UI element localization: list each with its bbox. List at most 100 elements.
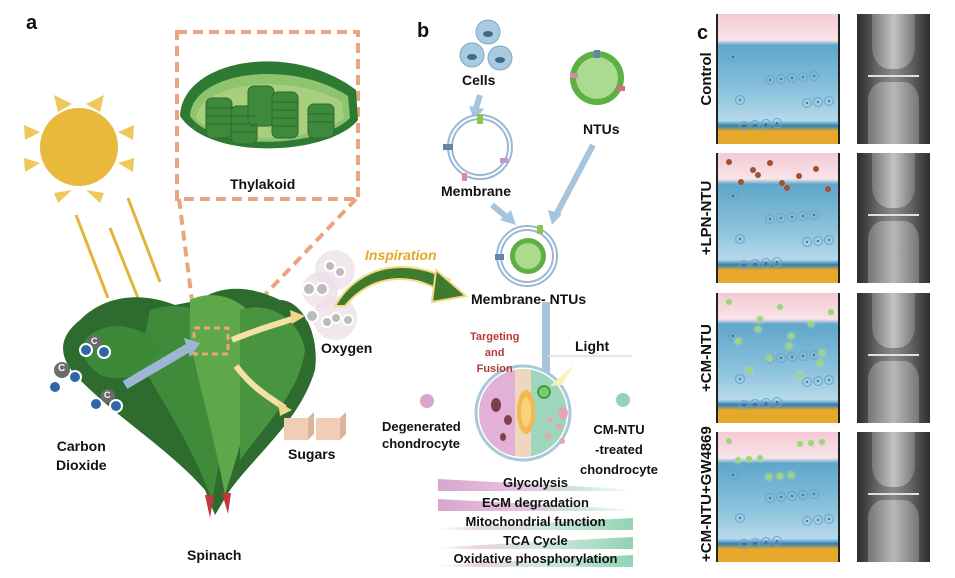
cm-ntu-particle bbox=[786, 343, 792, 349]
knee-xray-image bbox=[857, 432, 930, 562]
chondrocyte-dot bbox=[761, 119, 771, 129]
chondrocyte-dot bbox=[728, 470, 738, 480]
cells-icon bbox=[459, 19, 513, 71]
cm-ntu-particle bbox=[817, 360, 823, 366]
co2-atom-label: C bbox=[58, 363, 66, 374]
cm-ntu-particle bbox=[788, 333, 794, 339]
chondrocyte-dot bbox=[772, 536, 782, 546]
cm-ntu-particle bbox=[726, 299, 732, 305]
chondrocyte-dot bbox=[813, 236, 823, 246]
carbon-dioxide-line-2: Dioxide bbox=[56, 457, 107, 473]
chondrocyte-dot bbox=[750, 120, 760, 130]
lpn-ntu-particle bbox=[726, 159, 732, 165]
chondrocyte-dot bbox=[735, 374, 745, 384]
pathway-label: Glycolysis bbox=[502, 475, 569, 490]
degenerated-chondrocyte-label: Degenerated chondrocyte bbox=[382, 418, 461, 452]
cartilage-schematic bbox=[716, 153, 840, 283]
chondrocyte-dot bbox=[739, 400, 749, 410]
group-label: Control bbox=[698, 52, 715, 106]
ntus-label: NTUs bbox=[583, 121, 620, 137]
treated-dot-icon bbox=[616, 393, 630, 407]
cm-ntu-particle bbox=[788, 472, 794, 478]
thylakoid-label: Thylakoid bbox=[230, 176, 296, 192]
cm-ntu-particle bbox=[808, 440, 814, 446]
cm-ntu-particle bbox=[828, 309, 834, 315]
treated-line-3: chondrocyte bbox=[580, 462, 659, 477]
chondrocyte-dot bbox=[809, 489, 819, 499]
chondrocyte-dot bbox=[739, 121, 749, 131]
chondrocyte-dot bbox=[728, 331, 738, 341]
chondrocyte-dot bbox=[776, 492, 786, 502]
chondrocyte-dot bbox=[765, 493, 775, 503]
pathway-label: TCA Cycle bbox=[503, 533, 568, 548]
chloroplast-icon bbox=[180, 61, 358, 149]
pathway-label: ECM degradation bbox=[482, 495, 589, 510]
cm-ntu-particle bbox=[735, 457, 741, 463]
targeting-line-3: Fusion bbox=[476, 363, 513, 375]
cm-ntu-particle bbox=[766, 474, 772, 480]
cm-ntu-particle bbox=[757, 316, 763, 322]
chondrocyte-dot bbox=[787, 491, 797, 501]
chondrocyte-dot bbox=[813, 97, 823, 107]
inspiration-arrow bbox=[333, 265, 452, 307]
chondrocyte-dot bbox=[824, 96, 834, 106]
inspiration-label: Inspiration bbox=[365, 247, 437, 263]
cm-ntu-particle bbox=[797, 441, 803, 447]
chondrocyte-dot bbox=[809, 71, 819, 81]
group-label: +CM-NTU+GW4869 bbox=[698, 426, 715, 562]
cm-ntu-particle bbox=[819, 350, 825, 356]
group-label: +LPN-NTU bbox=[698, 180, 715, 256]
ntu-icon bbox=[570, 50, 625, 105]
pathway-row: Oxidative phosphorylation bbox=[438, 551, 633, 567]
lpn-ntu-particle bbox=[750, 167, 756, 173]
co2-molecules-icon bbox=[48, 335, 123, 413]
chondrocyte-dot bbox=[735, 513, 745, 523]
chondrocyte-dot bbox=[772, 397, 782, 407]
chondrocyte-dot bbox=[728, 191, 738, 201]
chondrocyte-dot bbox=[776, 213, 786, 223]
chondrocyte-dot bbox=[750, 259, 760, 269]
panel-b-letter: b bbox=[417, 20, 430, 42]
chondrocyte-dot bbox=[802, 98, 812, 108]
chondrocyte-dot bbox=[735, 95, 745, 105]
chondrocyte-dot bbox=[824, 375, 834, 385]
cm-ntu-particle bbox=[757, 455, 763, 461]
pathway-row: Glycolysis bbox=[438, 475, 633, 491]
knee-xray-image bbox=[857, 293, 930, 423]
chondrocyte-dot bbox=[761, 398, 771, 408]
lpn-ntu-particle bbox=[779, 180, 785, 186]
chondrocyte-dot bbox=[813, 515, 823, 525]
cm-ntu-particle bbox=[777, 304, 783, 310]
cartilage-schematic bbox=[716, 14, 840, 144]
chondrocyte-dot bbox=[802, 377, 812, 387]
chondrocyte-dot bbox=[824, 235, 834, 245]
cm-ntu-particle bbox=[808, 321, 814, 327]
chondrocyte-dot bbox=[750, 399, 760, 409]
lpn-ntu-particle bbox=[813, 166, 819, 172]
chondrocyte-dot bbox=[802, 516, 812, 526]
lpn-ntu-particle bbox=[825, 186, 831, 192]
degenerated-line-1: Degenerated bbox=[382, 419, 461, 434]
cartilage-schematic bbox=[716, 432, 840, 562]
lpn-ntu-particle bbox=[738, 179, 744, 185]
degenerated-line-2: chondrocyte bbox=[382, 436, 461, 451]
chondrocyte-dot bbox=[772, 257, 782, 267]
cm-ntu-particle bbox=[797, 372, 803, 378]
chondrocyte-dot bbox=[750, 538, 760, 548]
membrane-label: Membrane bbox=[441, 183, 512, 199]
membrane-icon bbox=[443, 114, 513, 181]
cm-ntu-particle bbox=[777, 473, 783, 479]
lpn-ntu-particle bbox=[767, 160, 773, 166]
membrane-ntus-label: Membrane- NTUs bbox=[471, 291, 587, 307]
cm-ntu-particle bbox=[726, 438, 732, 444]
oxygen-arrow bbox=[230, 315, 296, 343]
oxygen-label: Oxygen bbox=[321, 340, 373, 356]
chondrocyte-dot bbox=[765, 75, 775, 85]
chondrocyte-dot bbox=[787, 352, 797, 362]
cartilage-schematic bbox=[716, 293, 840, 423]
chondrocyte-dot bbox=[739, 260, 749, 270]
pathway-row: ECM degradation bbox=[438, 495, 633, 511]
targeting-line-1: Targeting bbox=[470, 331, 520, 343]
chondrocyte-dot bbox=[824, 514, 834, 524]
